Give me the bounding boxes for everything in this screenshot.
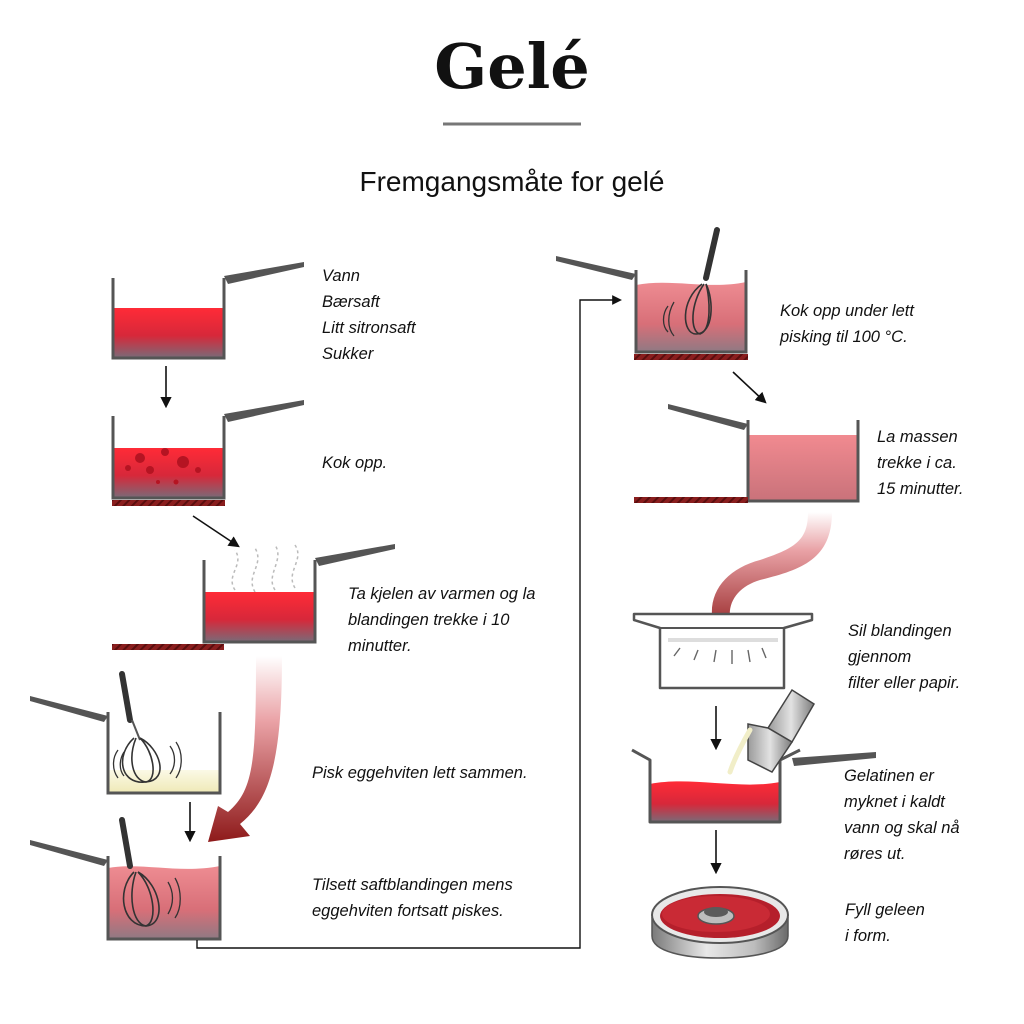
saucepan-with-liquid-icon bbox=[111, 262, 304, 360]
steaming-saucepan-icon bbox=[112, 544, 395, 650]
whisk-in-pan-icon bbox=[30, 817, 222, 941]
caption-line: pisking til 100 °C. bbox=[780, 328, 908, 346]
caption-line: filter eller papir. bbox=[848, 674, 961, 692]
caption-line: Litt sitronsaft bbox=[322, 319, 416, 337]
caption-line: Gelatinen er bbox=[844, 767, 934, 785]
caption-line: vann og skal nå bbox=[844, 819, 960, 837]
hotplate bbox=[112, 644, 224, 650]
caption-line: myknet i kaldt bbox=[844, 793, 945, 811]
hotplate bbox=[634, 354, 748, 360]
step-8-caption: Sil blandingen gjennom filter eller papi… bbox=[848, 618, 960, 696]
whisk-on-heat-icon bbox=[556, 227, 748, 360]
caption-line: trekke i ca. bbox=[877, 454, 957, 472]
caption-line: Ta kjelen av varmen og la bbox=[348, 585, 536, 603]
gelatin-pour-icon bbox=[631, 688, 876, 824]
step-9-caption: Gelatinen er myknet i kaldt vann og skal… bbox=[844, 763, 960, 867]
caption-line: La massen bbox=[877, 428, 958, 446]
caption-line: gjennom bbox=[848, 648, 912, 666]
flow-arrow-4 bbox=[732, 371, 767, 404]
step-3-caption: Ta kjelen av varmen og la blandingen tre… bbox=[348, 581, 535, 659]
measuring-cup-icon bbox=[727, 688, 816, 775]
caption-line: 15 minutter. bbox=[877, 480, 964, 498]
step-2-caption: Kok opp. bbox=[322, 450, 387, 476]
strainer-icon bbox=[632, 612, 814, 690]
caption-line: røres ut. bbox=[844, 845, 906, 863]
caption-line: i form. bbox=[845, 927, 891, 945]
caption-line: Vann bbox=[322, 267, 360, 285]
step-5-caption: Tilsett saftblandingen mens eggehviten f… bbox=[312, 872, 513, 924]
page-subtitle: Fremgangsmåte for gelé bbox=[359, 166, 665, 197]
caption-line: Pisk eggehviten lett sammen. bbox=[312, 764, 528, 782]
caption-line: Sil blandingen bbox=[848, 622, 952, 640]
step-1-caption: Vann Bærsaft Litt sitronsaft Sukker bbox=[322, 263, 416, 367]
saucepan-off-heat-icon bbox=[634, 404, 860, 503]
boiling-saucepan-icon bbox=[111, 400, 304, 506]
caption-line: Bærsaft bbox=[322, 293, 380, 311]
pour-flow-arrow-left bbox=[208, 656, 282, 842]
step-10-caption: Fyll geleen i form. bbox=[845, 897, 925, 949]
caption-line: Kok opp. bbox=[322, 454, 388, 472]
step-6-caption: Kok opp under lett pisking til 100 °C. bbox=[780, 298, 914, 350]
step-4-caption: Pisk eggehviten lett sammen. bbox=[312, 760, 528, 786]
flow-arrow-2 bbox=[192, 515, 240, 548]
caption-line: eggehviten fortsatt piskes. bbox=[312, 902, 504, 920]
ring-mould-icon bbox=[651, 886, 789, 959]
step-7-caption: La massen trekke i ca. 15 minutter. bbox=[877, 424, 964, 502]
caption-line: Fyll geleen bbox=[845, 901, 925, 919]
whisking-egg-whites-icon bbox=[30, 671, 222, 795]
caption-line: blandingen trekke i 10 bbox=[348, 611, 510, 629]
whisk-icon bbox=[119, 671, 161, 783]
hotplate bbox=[634, 497, 748, 503]
caption-line: Sukker bbox=[322, 345, 374, 363]
hotplate bbox=[112, 500, 225, 506]
page-title: Gelé bbox=[434, 30, 590, 103]
caption-line: Kok opp under lett bbox=[780, 302, 914, 320]
caption-line: minutter. bbox=[348, 637, 412, 655]
pour-flow-arrow-right bbox=[696, 512, 832, 640]
caption-line: Tilsett saftblandingen mens bbox=[312, 876, 513, 894]
connector-line bbox=[196, 295, 622, 949]
